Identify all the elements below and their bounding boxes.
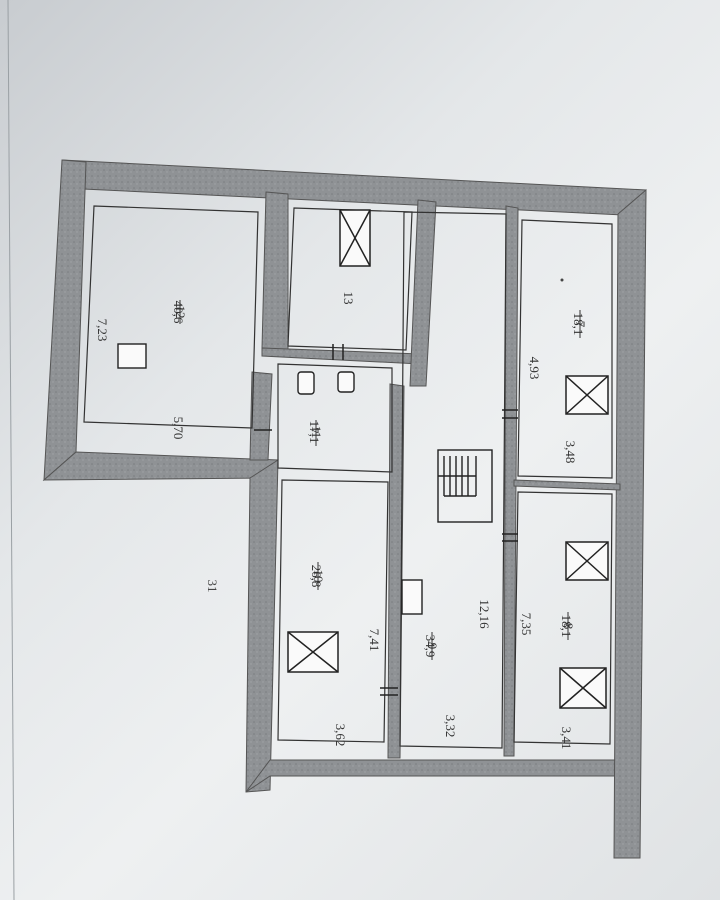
room-10-area: 26,8 — [309, 565, 324, 588]
outer-walls — [42, 159, 647, 859]
niche-box — [401, 579, 423, 615]
vent-shaft-icons — [287, 209, 609, 709]
room-10-outline — [277, 479, 389, 743]
dim-7-35: 7,35 — [519, 613, 534, 636]
dim-3-32: 3,32 — [443, 715, 458, 738]
room-13-number: 13 — [341, 292, 356, 305]
dim-7-23: 7,23 — [95, 319, 110, 342]
dim-3-41: 3,41 — [559, 727, 574, 750]
room-8-outline — [513, 491, 613, 745]
staircase-icon — [437, 449, 493, 523]
vent-shaft-icon — [565, 375, 609, 415]
dim-12-16: 12,16 — [477, 599, 492, 629]
vent-shaft-icon — [287, 631, 339, 673]
fixture-box — [337, 371, 355, 393]
dim-3-62: 3,62 — [333, 724, 348, 747]
vent-shaft-icon — [565, 541, 609, 581]
room-9-area: 34,9 — [423, 635, 438, 658]
room-outlines — [83, 205, 613, 749]
paper-edge — [7, 0, 15, 900]
fixtures — [117, 278, 564, 615]
room-labels: 12 40,6 13 11 17,1 10 26,8 9 34,9 7 18,1… — [171, 292, 588, 660]
room-7-outline — [517, 219, 613, 479]
vent-shaft-icon — [559, 667, 607, 709]
room-11-outline — [277, 363, 393, 473]
room-8-area: 18,1 — [559, 615, 574, 638]
room-9-outline — [399, 211, 507, 749]
dim-4-93: 4,93 — [527, 357, 542, 380]
dim-3-48: 3,48 — [563, 441, 578, 464]
room-12-outline — [83, 205, 259, 429]
dim-5-70: 5,70 — [171, 417, 186, 440]
door-marks — [254, 344, 518, 696]
room-7-area: 18,1 — [571, 313, 586, 336]
room-11-area: 17,1 — [307, 421, 322, 444]
dim-7-41: 7,41 — [367, 629, 382, 652]
room-12-area: 40,6 — [171, 301, 186, 324]
vent-shaft-icon — [339, 209, 371, 267]
interior-walls — [249, 191, 621, 759]
dimension-labels: 7,23 5,70 7,41 3,62 3,32 12,16 4,93 3,48… — [95, 319, 578, 750]
room-13-outline — [287, 207, 413, 351]
fixture-box — [297, 371, 315, 395]
sheet-number: 31 — [205, 580, 220, 593]
column-square — [117, 343, 147, 369]
